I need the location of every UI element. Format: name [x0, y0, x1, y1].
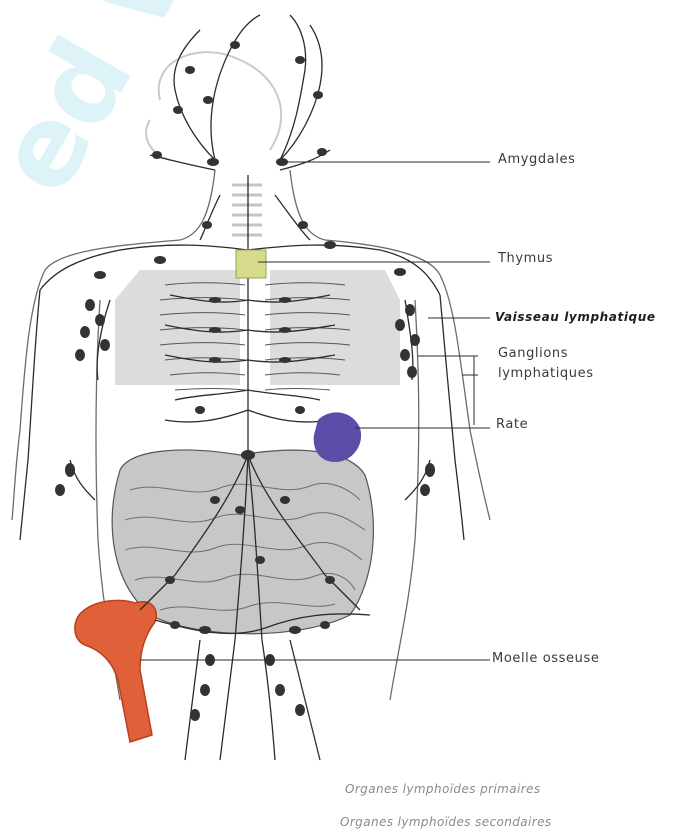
lymphatic-vessels — [20, 15, 464, 760]
label-lymph-nodes-line2: lymphatiques — [498, 366, 594, 381]
label-spleen: Rate — [496, 417, 528, 432]
label-lymph-vessel: Vaisseau lymphatique — [495, 310, 656, 324]
label-tonsils: Amygdales — [498, 152, 576, 167]
label-thymus: Thymus — [498, 251, 553, 266]
spleen — [314, 412, 361, 462]
thymus — [236, 250, 266, 278]
label-lymph-nodes-line1: Ganglions — [498, 346, 568, 361]
head-outline — [146, 52, 281, 160]
trachea — [232, 185, 262, 235]
legend-primary: Organes lymphoïdes primaires — [345, 782, 541, 796]
legend-secondary: Organes lymphoïdes secondaires — [340, 815, 552, 829]
label-bone-marrow: Moelle osseuse — [492, 651, 599, 666]
femur-bone — [75, 600, 156, 742]
lungs — [115, 270, 400, 385]
